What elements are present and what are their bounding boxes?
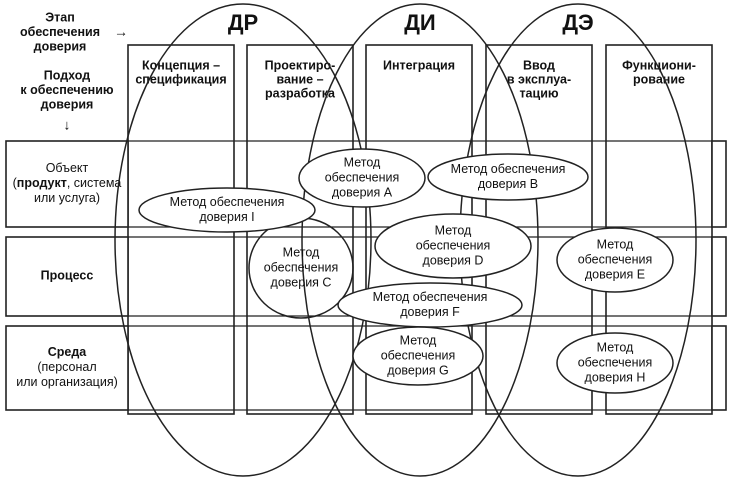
group-ellipse xyxy=(114,3,372,477)
method-label-C-line: Метод xyxy=(283,245,320,259)
stage-header-line: доверия xyxy=(34,39,87,53)
method-label-G-line: доверия G xyxy=(387,363,449,377)
method-label-I-line: доверия I xyxy=(199,210,254,224)
stage-label-operation: Функциони-рование xyxy=(622,58,696,86)
method-ellipse xyxy=(556,227,674,293)
method-label-B-line: Метод обеспечения xyxy=(451,162,566,176)
method-label-H-line: Метод xyxy=(597,340,634,354)
method-label-H-line: обеспечения xyxy=(578,355,653,369)
stage-label-deploy-line: в эксплуа- xyxy=(507,72,571,86)
down-arrow-icon: ↓ xyxy=(64,117,71,133)
method-label-E-line: обеспечения xyxy=(578,252,653,266)
row-box xyxy=(5,140,129,228)
method-label-C-line: доверия C xyxy=(271,275,332,289)
method-label-A-line: Метод xyxy=(344,155,381,169)
method-label-G-line: Метод xyxy=(400,333,437,347)
method-label-D-line: доверия D xyxy=(423,253,484,267)
stage-label-operation-line: Функциони- xyxy=(622,58,696,72)
method-ellipse xyxy=(298,148,426,208)
method-ellipse xyxy=(352,326,484,386)
stage-label-design-line: разработка xyxy=(265,86,336,100)
row-label-line: или организация) xyxy=(16,375,118,389)
stage-label-operation-line: рование xyxy=(633,72,685,86)
method-label-A-line: доверия A xyxy=(332,185,393,199)
method-label-E-line: Метод xyxy=(597,237,634,251)
stage-header-line: Этап xyxy=(45,10,75,24)
method-label-B-line: доверия B xyxy=(478,177,538,191)
approach-header-line: Подход xyxy=(44,68,91,82)
stage-label-concept: Концепция –спецификация xyxy=(135,58,226,86)
group-ellipse xyxy=(301,3,539,477)
method-label-G-line: обеспечения xyxy=(381,348,456,362)
stage-header-line: обеспечения xyxy=(20,25,100,39)
row-tab xyxy=(711,140,727,228)
stage-label-integration-line: Интеграция xyxy=(383,58,455,72)
stage-label-concept-line: спецификация xyxy=(135,72,226,86)
method-label-H-line: доверия H xyxy=(585,370,646,384)
method-label-D-line: Метод xyxy=(435,223,472,237)
group-label-de: ДЭ xyxy=(562,10,593,35)
group-label-di: ДИ xyxy=(404,10,436,35)
group-dr: ДР xyxy=(114,3,372,477)
approach-header-line: доверия xyxy=(41,97,94,111)
method-ellipse xyxy=(427,153,589,201)
method-label-I-line: Метод обеспечения xyxy=(170,195,285,209)
row-label-line: или услуга) xyxy=(34,191,100,205)
group-di: ДИ xyxy=(301,3,539,477)
row-label-line: (персонал xyxy=(37,360,96,374)
row-label-line: Процесс xyxy=(41,269,94,283)
row-label-line: (продукт, система xyxy=(13,176,122,190)
stage-label-concept-line: Концепция – xyxy=(142,58,220,72)
row-box xyxy=(5,236,129,317)
method-ellipse xyxy=(556,332,674,394)
method-label-E-line: доверия E xyxy=(585,267,645,281)
row-tab xyxy=(711,325,727,411)
stage-label-deploy-line: тацию xyxy=(519,86,558,100)
stage-label-design-line: вание – xyxy=(276,72,323,86)
stage-label-design: Проектиро-вание –разработка xyxy=(265,58,336,100)
row-box xyxy=(5,325,129,411)
row-process: Процесс xyxy=(5,236,129,317)
method-label-D-line: обеспечения xyxy=(416,238,491,252)
method-label-A-line: обеспечения xyxy=(325,170,400,184)
row-label-line: Среда xyxy=(48,345,88,359)
row-tab xyxy=(711,236,727,317)
method-label-C-line: обеспечения xyxy=(264,260,339,274)
method-label-F-line: Метод обеспечения xyxy=(373,290,488,304)
stage-label-integration: Интеграция xyxy=(383,58,455,72)
method-label-F-line: доверия F xyxy=(400,305,460,319)
group-label-dr: ДР xyxy=(228,10,258,35)
method-ellipse xyxy=(138,187,316,233)
row-label-line: Объект xyxy=(46,161,89,175)
stage-label-deploy-line: Ввод xyxy=(523,58,555,72)
stage-label-design-line: Проектиро- xyxy=(265,58,336,72)
method-ellipse xyxy=(374,213,532,279)
approach-header-line: к обеспечению xyxy=(20,83,113,97)
right-arrow-icon: → xyxy=(114,24,128,40)
